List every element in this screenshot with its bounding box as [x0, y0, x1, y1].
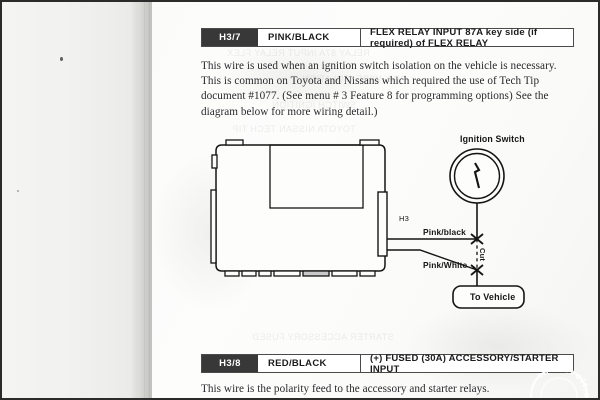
- module-tab-left-large: [210, 189, 217, 264]
- spec-wire-color: PINK/BLACK: [258, 29, 361, 46]
- cut-label: Cut: [478, 248, 487, 262]
- wire-label-pink-black: Pink/black: [423, 227, 466, 237]
- wiring-diagram: Ignition Switch H3 Pink/black Pink/White…: [198, 130, 578, 320]
- ignition-switch-symbol: [473, 162, 481, 189]
- spec-code: H3/7: [202, 29, 258, 46]
- scan-speck: [17, 190, 19, 192]
- module-tab-bottom: [273, 270, 301, 277]
- module-tab-bottom: [241, 270, 257, 277]
- to-vehicle-box: [452, 285, 525, 309]
- h3-connector: [377, 191, 388, 257]
- cut-mark-upper: [470, 233, 484, 245]
- module-tab-bottom: [224, 270, 240, 277]
- wiring-diagram-svg: [210, 139, 525, 309]
- paragraph-h3-8: This wire is the polarity feed to the ac…: [201, 383, 490, 395]
- h3-connector-label: H3: [399, 214, 410, 223]
- ignition-switch-inner-ring: [453, 152, 501, 200]
- module-tab-top-right: [359, 139, 380, 146]
- module-tab-left-small: [211, 154, 218, 169]
- scan-speck: [60, 57, 63, 61]
- spec-description: (+) FUSED (30A) ACCESSORY/STARTER INPUT: [370, 352, 559, 375]
- module-tab-top-left: [225, 139, 244, 146]
- spec-code: H3/8: [202, 355, 258, 372]
- spec-wire-color: RED/BLACK: [258, 355, 361, 372]
- cut-mark-lower: [470, 264, 484, 276]
- spec-row-h3-7: H3/7 PINK/BLACK FLEX RELAY INPUT 87A key…: [201, 26, 574, 49]
- module-label-panel: [269, 144, 364, 209]
- wire-pink-white: [387, 249, 478, 271]
- ignition-switch-label: Ignition Switch: [460, 134, 525, 144]
- paragraph-h3-7: This wire is used when an ignition switc…: [201, 60, 557, 118]
- spec-row-h3-8: H3/8 RED/BLACK (+) FUSED (30A) ACCESSORY…: [201, 352, 574, 375]
- module-tab-bottom: [302, 270, 330, 277]
- module-tab-bottom: [331, 270, 358, 277]
- wire-label-pink-white: Pink/White: [423, 260, 468, 270]
- facing-page-left: [2, 2, 138, 398]
- module-tab-bottom: [359, 270, 376, 277]
- spec-description: FLEX RELAY INPUT 87A key side (if requir…: [370, 26, 538, 49]
- module-tab-bottom: [258, 270, 272, 277]
- to-vehicle-label: To Vehicle: [470, 292, 516, 302]
